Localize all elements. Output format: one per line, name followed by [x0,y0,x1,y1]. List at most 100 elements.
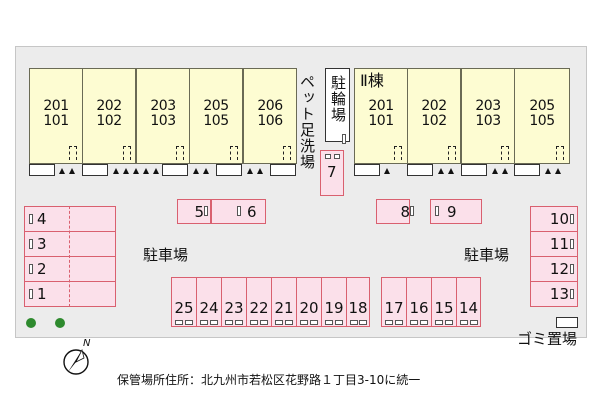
parking-bottom-row-left: 25 24 23 22 21 20 19 18 [171,277,370,329]
stair-outline [501,146,509,160]
slot-number: 4 [37,210,47,228]
parking-slot-5: 5 [177,199,211,224]
slot-tag [185,320,193,325]
slot-number: 5 [194,203,204,221]
pet-wash-label: ペット足洗場 [298,74,316,170]
bike-tag [342,134,346,144]
slot-tag [420,320,428,325]
slot-tag [225,320,233,325]
storage-address: 保管場所住所：北九州市若松区花野路１丁目3-10に続一 [117,373,421,387]
slot-number: 3 [37,235,47,253]
building-1-entrance-strip [29,164,299,177]
unit-lower: 101 [43,113,69,129]
unit-cell: 205 105 [189,68,243,164]
slot-number: 6 [247,203,257,221]
parking-slot: 19 [321,277,347,327]
entrance-marker [133,168,139,174]
unit-lower: 103 [150,113,176,129]
parking-slot: 3 [24,231,116,257]
parking-slot: 18 [346,277,370,327]
parking-slot: 15 [431,277,457,327]
building-label: Ⅱ棟 [360,71,384,90]
unit-cell: 206 106 [243,68,297,164]
entrance-marker [438,168,444,174]
slot-number: 1 [37,285,47,303]
slot-tag [29,289,33,299]
slot-tag [570,289,574,299]
slot-number: 15 [434,299,454,317]
parking-slot-6: 6 [211,199,266,224]
slot-tag [460,320,468,325]
step [407,164,433,176]
unit-lower: 102 [96,113,122,129]
slot-tag [275,320,283,325]
stair-outline [123,146,131,160]
unit-lower: 105 [529,113,555,129]
unit-lower: 106 [257,113,283,129]
slot-tag [570,264,574,274]
slot-number: 21 [274,299,294,317]
slot-tag [334,154,340,159]
garbage-label: ゴミ置場 [517,330,578,348]
parking-slot: 4 [24,206,116,232]
slot-number: 2 [37,260,47,278]
entrance-marker [153,168,159,174]
stair-outline [230,146,238,160]
bike-parking-label: 駐輪場 [329,75,347,123]
entrance-marker [545,168,551,174]
entrance-marker [69,168,75,174]
stair-outline [448,146,456,160]
slot-number: 25 [174,299,194,317]
building-2: 201 101 202 102 203 103 205 105 Ⅱ棟 [354,68,570,164]
parking-slot: 10 [530,206,578,232]
step [354,164,380,176]
entrance-marker [247,168,253,174]
unit-upper: 201 [43,98,69,114]
slot-tag [260,320,268,325]
parking-slot: 22 [246,277,272,327]
unit-upper: 203 [150,98,176,114]
unit-upper: 202 [96,98,122,114]
parking-slot: 17 [381,277,407,327]
unit-upper: 201 [368,98,394,114]
unit-lower: 103 [475,113,501,129]
slot-tag [300,320,308,325]
slot-tag [29,264,33,274]
slot-tag [335,320,343,325]
entrance-marker [257,168,263,174]
slot-number: 9 [447,203,457,221]
slot-number: 18 [348,299,368,317]
entrance-marker [203,168,209,174]
slot-tag [237,206,241,216]
entrance-marker [384,168,390,174]
parking-slot: 23 [221,277,247,327]
slot-tag [325,154,331,159]
unit-cell: 203 103 [136,68,190,164]
parking-slot: 11 [530,231,578,257]
slot-tag [29,239,33,249]
slot-number: 22 [249,299,269,317]
entrance-marker [113,168,119,174]
unit-cell: 205 105 [514,68,570,164]
step [162,164,188,176]
slot-number: 20 [299,299,319,317]
unit-upper: 203 [475,98,501,114]
unit-upper: 205 [203,98,229,114]
parking-slot-8: 8 [376,199,414,224]
slot-tag [435,206,439,216]
slot-tag [210,320,218,325]
step [461,164,487,176]
slot-tag [175,320,183,325]
entrance-marker [448,168,454,174]
slot-tag [570,214,574,224]
garbage-box [556,317,578,328]
parking-slot: 21 [271,277,297,327]
slot-number: 19 [324,299,344,317]
parking-slot-7: 7 [320,150,344,196]
slot-number: 11 [549,235,569,253]
step [82,164,108,176]
tree-icon [55,318,65,328]
parking-slot: 25 [171,277,197,327]
slot-number: 10 [549,210,569,228]
slot-tag [285,320,293,325]
